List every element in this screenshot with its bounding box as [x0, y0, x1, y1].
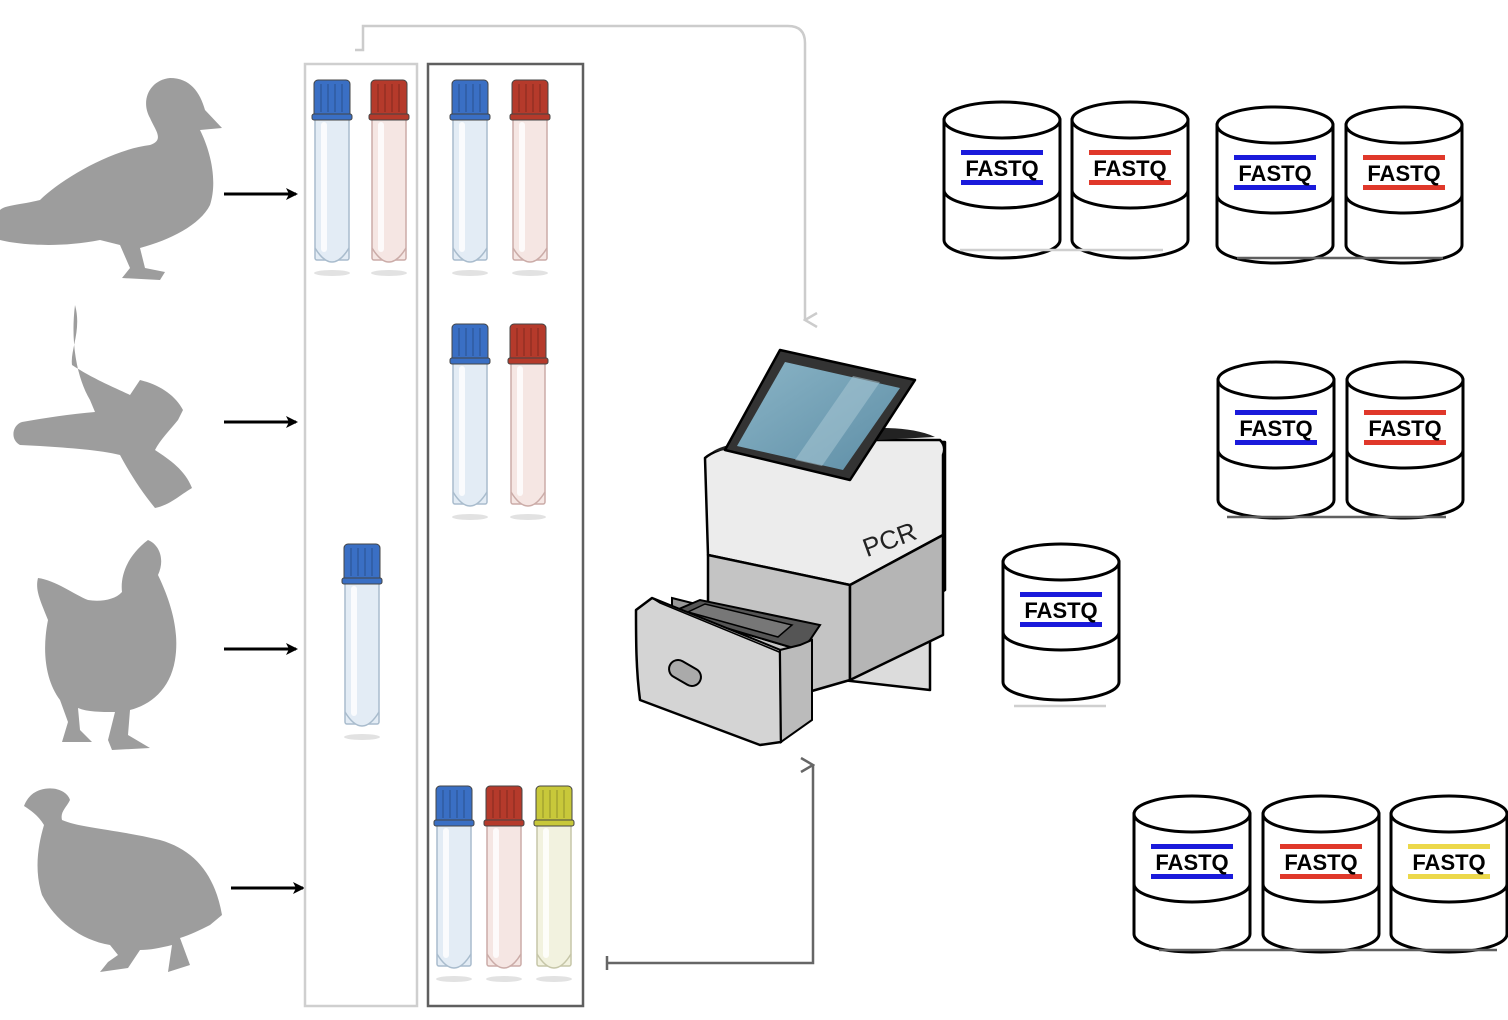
tube-blue	[449, 79, 491, 276]
fastq-group-2: FASTQ FASTQ	[1216, 360, 1465, 520]
fastq-label: FASTQ	[1367, 161, 1440, 186]
pcr-drawer	[634, 596, 822, 747]
tube-blue	[341, 543, 383, 740]
bird-arrows	[224, 188, 305, 894]
fastq-file-blue: FASTQ	[942, 100, 1062, 260]
fastq-file-red: FASTQ	[1345, 360, 1465, 520]
fastq-label: FASTQ	[965, 156, 1038, 181]
fastq-label: FASTQ	[1239, 416, 1312, 441]
tube-red	[368, 79, 410, 276]
tube-yellow	[533, 785, 575, 982]
fastq-label: FASTQ	[1238, 161, 1311, 186]
connector-dark	[605, 765, 813, 970]
fastq-file-red: FASTQ	[1261, 794, 1381, 954]
fastq-label: FASTQ	[1284, 850, 1357, 875]
fastq-label: FASTQ	[1155, 850, 1228, 875]
guineafowl-icon	[24, 788, 222, 972]
fastq-group-4: FASTQ FASTQ FASTQ	[1132, 794, 1508, 954]
duck-icon	[0, 78, 222, 280]
fastq-file-blue: FASTQ	[1132, 794, 1252, 954]
tube-blue	[449, 323, 491, 520]
hawk-icon	[13, 305, 193, 508]
pcr-machine: PCR	[634, 348, 947, 747]
tube-red	[509, 79, 551, 276]
chicken-icon	[37, 540, 177, 750]
fastq-label: FASTQ	[1368, 416, 1441, 441]
connector-light	[355, 24, 805, 320]
fastq-file-red: FASTQ	[1070, 100, 1190, 260]
fastq-group-3: FASTQ	[1001, 542, 1121, 708]
tube-blue	[433, 785, 475, 982]
tube-red	[507, 323, 549, 520]
fastq-label: FASTQ	[1412, 850, 1485, 875]
fastq-group-1b: FASTQ FASTQ	[1215, 105, 1464, 265]
fastq-label: FASTQ	[1093, 156, 1166, 181]
fastq-group-1a: FASTQ FASTQ	[942, 100, 1190, 260]
fastq-file-yellow: FASTQ	[1389, 794, 1508, 954]
fastq-label: FASTQ	[1024, 598, 1097, 623]
fastq-file-blue: FASTQ	[1001, 542, 1121, 702]
fastq-file-red: FASTQ	[1344, 105, 1464, 265]
fastq-file-blue: FASTQ	[1215, 105, 1335, 265]
panel-multi-tubes	[426, 62, 585, 1008]
panel-single-tubes	[303, 62, 419, 1008]
fastq-file-blue: FASTQ	[1216, 360, 1336, 520]
pcr-screen	[723, 348, 917, 482]
tube-red	[483, 785, 525, 982]
tube-blue	[311, 79, 353, 276]
sample-tubes	[311, 79, 575, 982]
